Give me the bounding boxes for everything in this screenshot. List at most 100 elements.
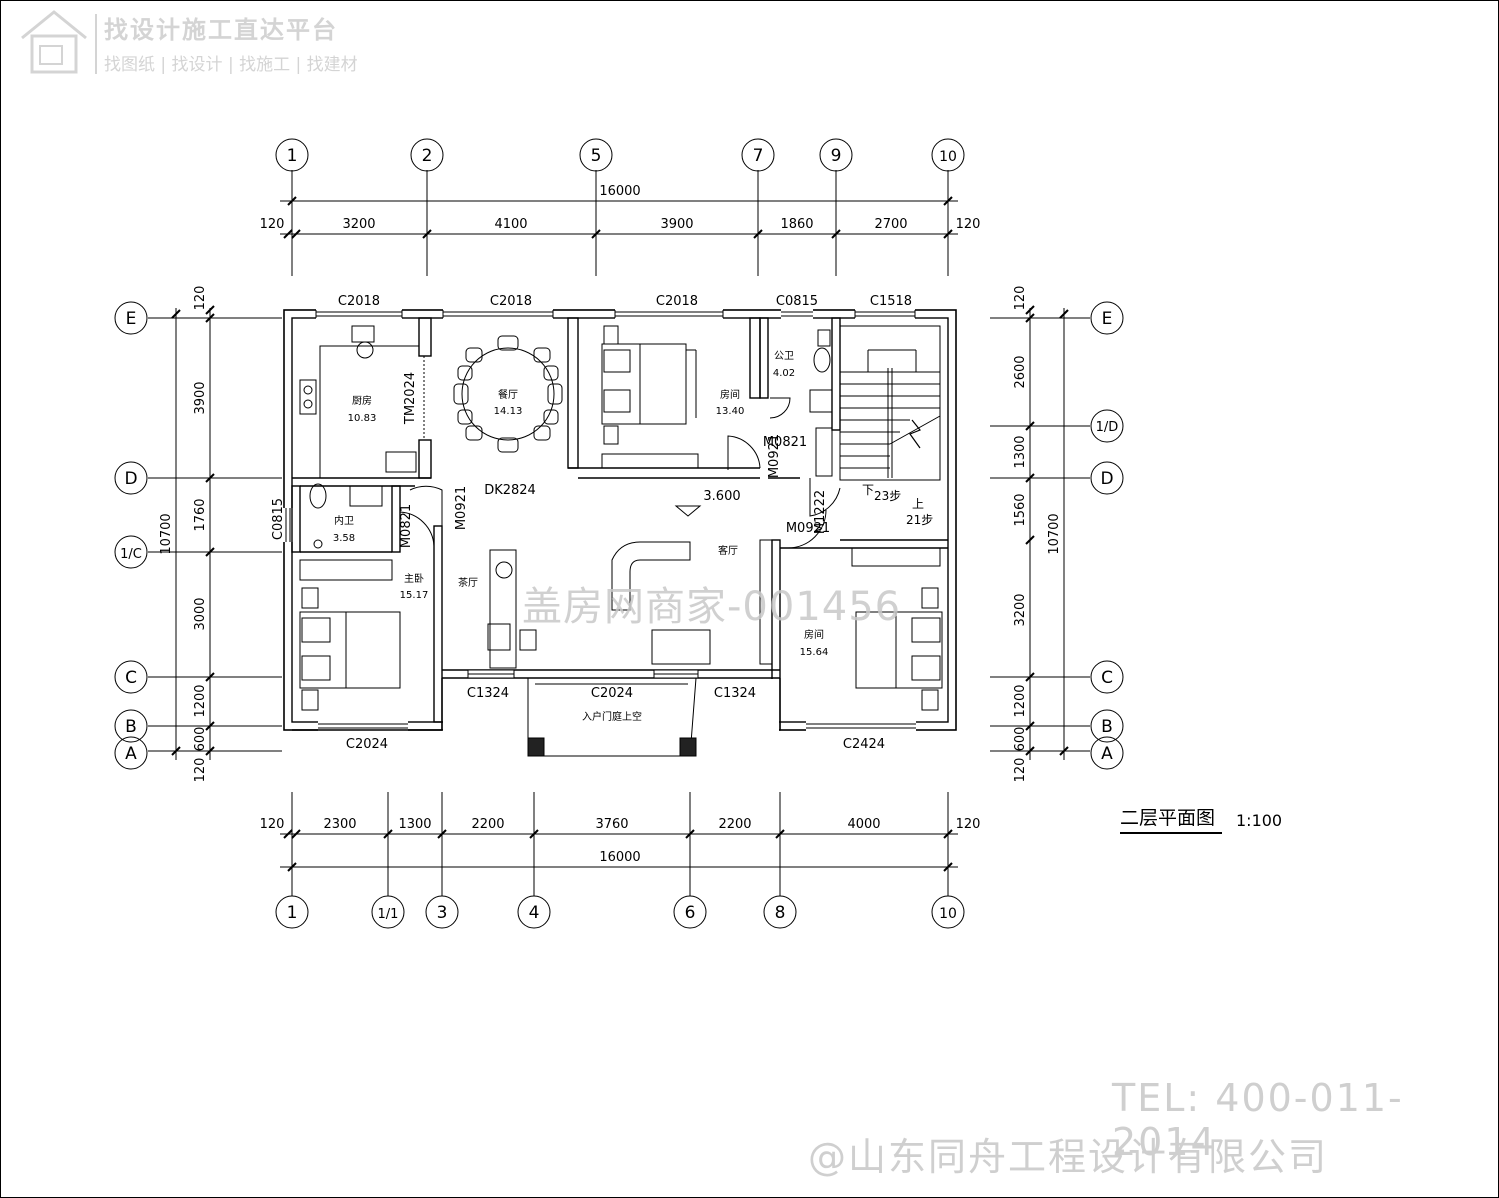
axis-top-2: 2 [422, 146, 433, 166]
dim-bottom-7: 120 [956, 817, 981, 832]
brand-subtitle: 找图纸 | 找设计 | 找施工 | 找建材 [104, 55, 358, 75]
label-m0821-a: M0821 [399, 504, 414, 548]
dim-top-3: 3900 [660, 217, 693, 232]
dim-left-0: 120 [193, 286, 208, 311]
dim-right-6: 600 [1013, 727, 1028, 752]
label-m0921-c: M0921 [786, 521, 830, 536]
room-public-bath-name: 公卫 [774, 351, 794, 362]
label-dk2824: DK2824 [484, 483, 536, 498]
center-watermark: 盖房网商家-001456 [522, 584, 902, 630]
dim-bottom-5: 2200 [718, 817, 751, 832]
plan-title: 二层平面图 [1120, 807, 1215, 829]
stair-up: 上 [912, 497, 924, 511]
label-m1222: M1222 [813, 490, 828, 534]
dim-top-2: 4100 [494, 217, 527, 232]
axis-left-E: E [126, 309, 137, 329]
inner-bath-fixtures [309, 483, 383, 549]
wardrobes [299, 547, 941, 581]
axis-bottom-10: 10 [939, 906, 957, 922]
north-bed [601, 325, 699, 469]
label-m0821-b: M0821 [763, 435, 807, 450]
stair-down: 下 [862, 483, 874, 497]
axis-bottom-8: 8 [775, 903, 786, 923]
label-c1324-a: C1324 [467, 686, 509, 701]
plan-scale: 1:100 [1236, 811, 1282, 830]
dim-right-4: 3200 [1013, 593, 1028, 626]
axis-right-E: E [1102, 309, 1113, 329]
window-gaps [283, 309, 916, 731]
axis-left-1C: 1/C [120, 547, 142, 562]
dim-bottom-4: 3760 [595, 817, 628, 832]
dim-bottom-1: 2300 [323, 817, 356, 832]
axis-right-D: D [1100, 469, 1113, 489]
dim-right-5: 1200 [1013, 684, 1028, 717]
room-inner-bath-area: 3.58 [333, 533, 355, 544]
dim-left-2: 1760 [193, 498, 208, 531]
dim-left-5: 600 [193, 727, 208, 752]
tel-watermark: TEL: 400-011-2014 [1112, 1076, 1404, 1164]
left-ticks [171, 305, 215, 756]
right-axis-lines [990, 317, 1090, 752]
windows [285, 310, 916, 729]
dim-top-4: 1860 [780, 217, 813, 232]
dim-top-total: 16000 [599, 184, 640, 199]
axis-right-B: B [1101, 717, 1113, 737]
dim-bottom-2: 1300 [398, 817, 431, 832]
axis-bubbles [114, 138, 1124, 929]
room-kitchen-name: 厨房 [352, 394, 372, 407]
label-m0921-b: M0921 [767, 434, 782, 478]
room-master-name: 主卧 [404, 572, 424, 585]
kitchen-counter [299, 325, 419, 478]
room-bedroom-se-name: 房间 [804, 628, 824, 641]
axis-top-5: 5 [591, 146, 602, 166]
room-public-bath-area: 4.02 [773, 368, 795, 379]
stairs [839, 325, 941, 481]
axis-bottom-6: 6 [685, 903, 696, 923]
dim-right-2: 1300 [1013, 435, 1028, 468]
axis-bottom-1-1: 1/1 [378, 907, 399, 922]
axis-left-C: C [125, 668, 137, 688]
dim-bottom-0: 120 [260, 817, 285, 832]
axis-top-7: 7 [753, 146, 764, 166]
room-void-name: 入户门庭上空 [582, 710, 642, 723]
room-bedroom-se-area: 15.64 [800, 647, 829, 658]
doors [399, 356, 841, 549]
axis-bottom-4: 4 [529, 903, 540, 923]
room-bedroom-n-area: 13.40 [716, 406, 745, 417]
top-ticks [283, 196, 953, 239]
dim-bottom-total: 16000 [599, 850, 640, 865]
dim-left-total: 10700 [159, 513, 174, 554]
dim-bottom-6: 4000 [847, 817, 880, 832]
dim-top-0: 120 [260, 217, 285, 232]
room-bedroom-n-name: 房间 [720, 388, 740, 401]
se-bed [855, 587, 943, 711]
level-mark [674, 505, 702, 517]
living-windows [467, 669, 699, 679]
axis-right-1D: 1/D [1096, 420, 1119, 435]
label-c2018-c: C2018 [656, 294, 698, 309]
dim-top-6: 120 [956, 217, 981, 232]
label-tm2024: TM2024 [403, 372, 418, 425]
label-c2018-a: C2018 [338, 294, 380, 309]
label-c2024-mid: C2024 [591, 686, 633, 701]
brand-title: 找设计施工直达平台 [104, 16, 338, 44]
room-dining-name: 餐厅 [498, 388, 518, 401]
dim-right-7: 120 [1013, 758, 1028, 783]
company-watermark: @山东同舟工程设计有限公司 [808, 1135, 1329, 1179]
dim-top-1: 3200 [342, 217, 375, 232]
bottom-ticks [283, 829, 953, 872]
axis-right-C: C [1101, 668, 1113, 688]
dim-right-1: 2600 [1013, 355, 1028, 388]
axis-bottom-3: 3 [437, 903, 448, 923]
dim-right-3: 1560 [1013, 493, 1028, 526]
label-c2018-b: C2018 [490, 294, 532, 309]
label-c2024-bl: C2024 [346, 737, 388, 752]
label-c1324-b: C1324 [714, 686, 756, 701]
porch-void [527, 677, 697, 757]
right-ticks [1025, 305, 1069, 756]
public-bath-fixtures [809, 329, 833, 477]
axis-left-A: A [125, 744, 137, 764]
axis-top-10: 10 [939, 149, 957, 165]
dim-right-total: 10700 [1047, 513, 1062, 554]
